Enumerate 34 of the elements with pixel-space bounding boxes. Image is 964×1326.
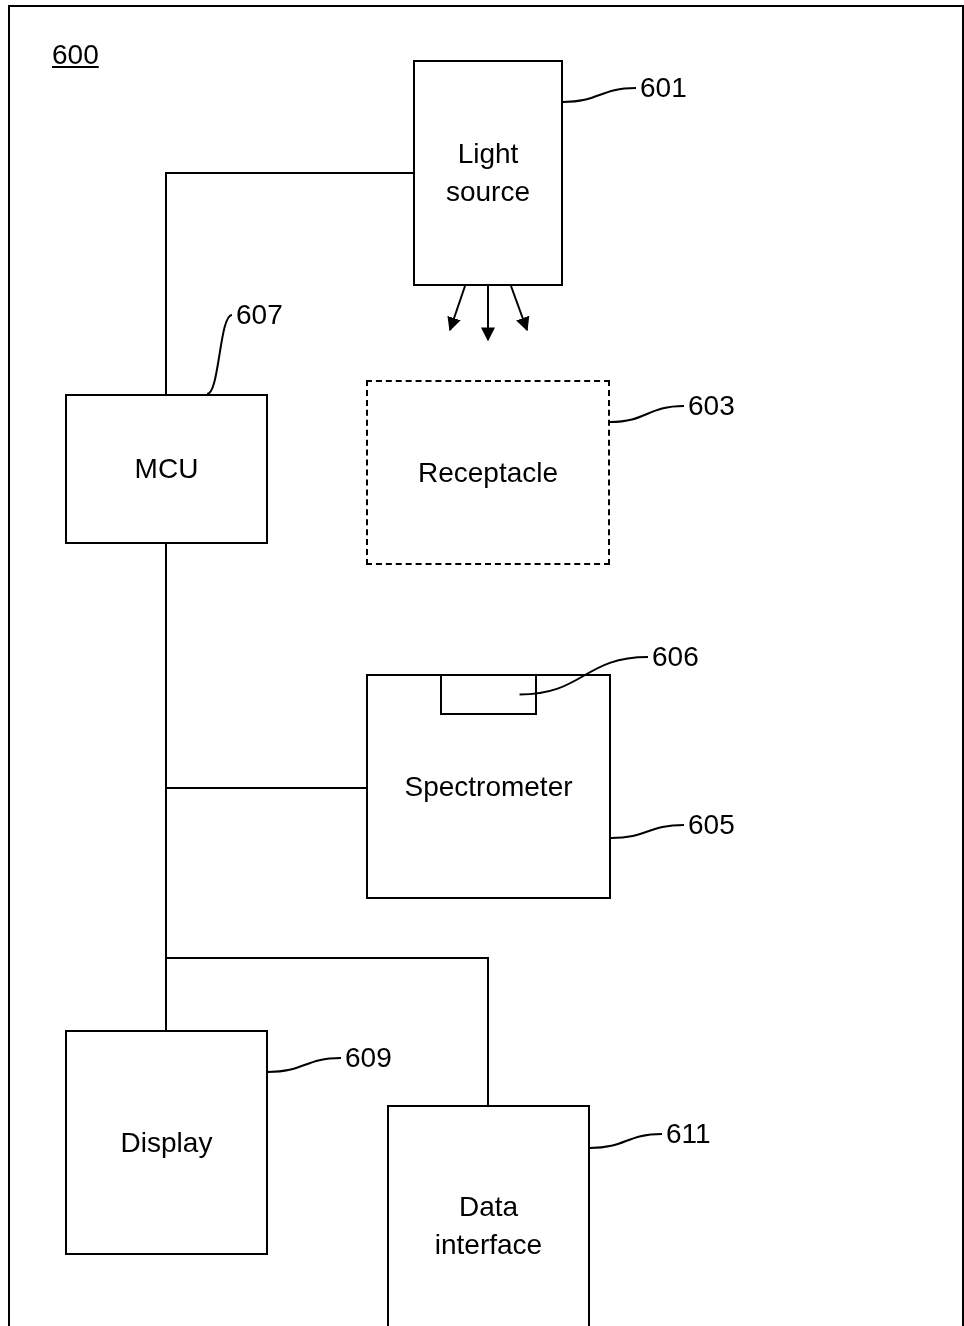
callout-number: 603 <box>688 388 744 424</box>
figure-number: 600 <box>52 38 99 72</box>
leader-line <box>589 1133 663 1149</box>
component-box <box>65 394 268 544</box>
box-label: MCU <box>134 452 199 486</box>
callout-number: 605 <box>688 807 744 843</box>
connector-line <box>165 543 489 1106</box>
component-box <box>413 60 563 286</box>
box-label: Receptacle <box>417 455 559 490</box>
callout-number: 609 <box>345 1040 401 1076</box>
component-box <box>366 674 611 899</box>
light-ray-arrow <box>447 285 466 332</box>
component-box <box>65 1030 268 1255</box>
component-box <box>366 380 610 565</box>
box-label: Display <box>120 1125 213 1160</box>
box-label: Light source <box>444 137 531 209</box>
leader-line <box>609 405 685 423</box>
sensor-window-box <box>440 674 537 715</box>
box-label: Spectrometer <box>404 769 573 804</box>
leader-line <box>518 656 649 696</box>
diagram-frame <box>8 5 964 1326</box>
callout-number: 606 <box>652 639 708 675</box>
callout-number: 601 <box>640 70 696 106</box>
leader-line <box>610 824 685 839</box>
callout-number: 607 <box>236 297 292 333</box>
leader-line <box>206 314 233 395</box>
light-ray-arrow <box>510 285 530 332</box>
leader-line <box>562 87 637 103</box>
box-label: Data interface <box>433 1190 544 1262</box>
component-box <box>387 1105 590 1326</box>
connector-line <box>165 172 414 395</box>
light-ray-arrow <box>481 285 495 342</box>
callout-number: 611 <box>666 1116 722 1152</box>
leader-line <box>267 1057 342 1073</box>
